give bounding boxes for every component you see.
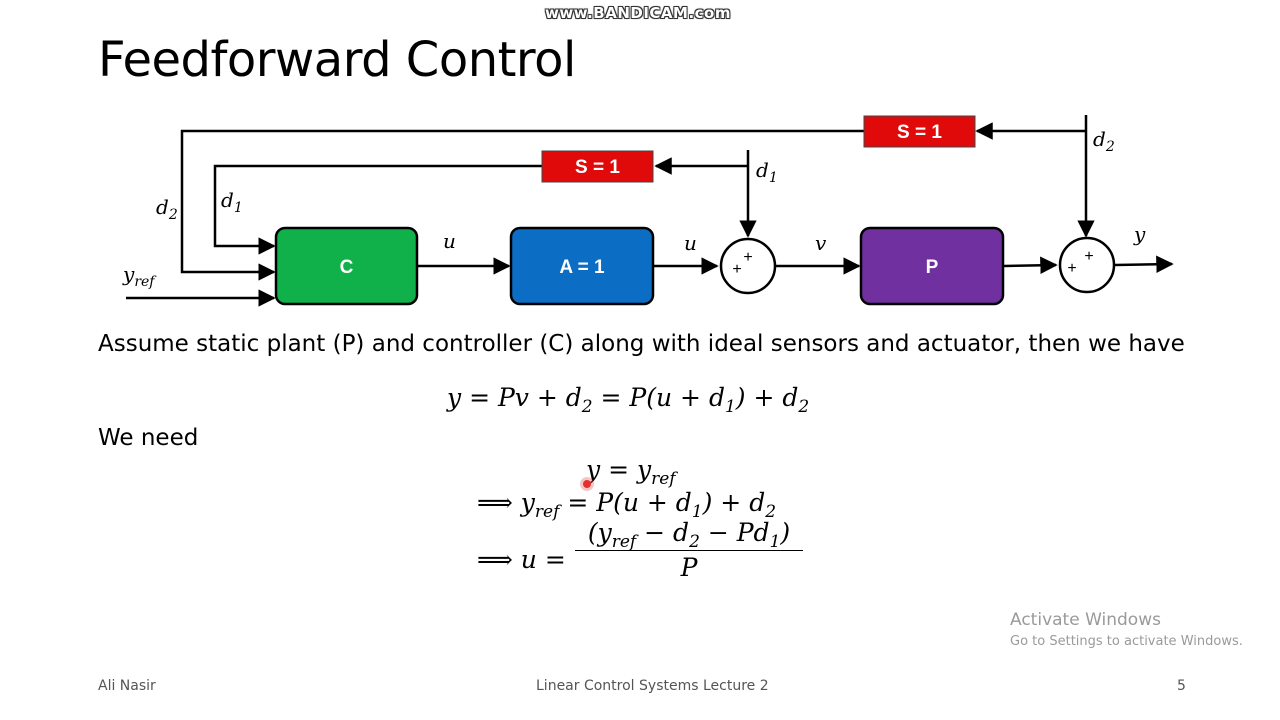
sensor-d1-label: S = 1 xyxy=(575,157,620,178)
activate-windows-overlay: Activate Windows Go to Settings to activ… xyxy=(1010,610,1243,649)
actuator-block: A = 1 xyxy=(509,226,655,306)
sum1-plus-left: + xyxy=(732,261,741,278)
d1-feedforward-line xyxy=(213,164,542,255)
equation-requirement: y = yref xyxy=(586,455,676,489)
controller-block: C xyxy=(274,226,419,306)
equation-output: y = Pv + d2 = P(u + d1) + d2 xyxy=(447,383,810,417)
y-output-label: y xyxy=(1133,222,1146,246)
yref-label: yref xyxy=(122,262,157,290)
equation-solution-lhs: ⟹ u = xyxy=(477,545,566,574)
plant-block: P xyxy=(859,226,1005,306)
assumption-paragraph: Assume static plant (P) and controller (… xyxy=(98,331,1185,357)
controller-label: C xyxy=(340,257,354,278)
laser-pointer xyxy=(583,480,591,488)
d1-label-left: d1 xyxy=(221,188,243,216)
footer-course: Linear Control Systems Lecture 2 xyxy=(536,678,769,694)
sum-junction-2: + + xyxy=(1058,236,1116,294)
footer-page-number: 5 xyxy=(1177,678,1186,694)
sensor-d2-label: S = 1 xyxy=(897,122,942,143)
plant-label: P xyxy=(926,257,939,278)
equation-solution-fraction: (yref − d2 − Pd1) P xyxy=(575,518,803,582)
actuator-label: A = 1 xyxy=(559,257,605,278)
d2-feedforward-line xyxy=(180,129,864,281)
activate-subtitle: Go to Settings to activate Windows. xyxy=(1010,634,1243,649)
u-label-1: u xyxy=(443,229,456,253)
sum2-plus-top: + xyxy=(1084,248,1093,265)
fraction-denominator: P xyxy=(680,553,698,582)
activate-title: Activate Windows xyxy=(1010,610,1161,630)
fraction-numerator: (yref − d2 − Pd1) xyxy=(575,518,803,551)
footer-author: Ali Nasir xyxy=(98,678,156,694)
sum-junction-1: + + xyxy=(719,237,777,295)
p-to-sum-line xyxy=(1003,256,1058,275)
slide-title: Feedforward Control xyxy=(98,32,576,88)
u-label-2: u xyxy=(684,231,697,255)
sensor-d1-block: S = 1 xyxy=(541,150,654,183)
block-diagram: C A = 1 P S = 1 S = 1 + + + + d2 d1 d2 d… xyxy=(122,115,1174,307)
sum2-plus-left: + xyxy=(1067,260,1076,277)
y-output-line xyxy=(1114,255,1174,274)
d2-label-right: d2 xyxy=(1093,127,1115,155)
d1-label-right: d1 xyxy=(756,158,778,186)
sum1-plus-top: + xyxy=(743,249,752,266)
bandicam-watermark: www.BANDICAM.com xyxy=(544,4,731,22)
d2-label-left: d2 xyxy=(156,195,178,223)
v-label: v xyxy=(815,231,827,255)
equation-substitution: ⟹ yref = P(u + d1) + d2 xyxy=(477,488,777,522)
we-need-label: We need xyxy=(98,425,199,451)
sensor-d2-block: S = 1 xyxy=(863,115,976,148)
